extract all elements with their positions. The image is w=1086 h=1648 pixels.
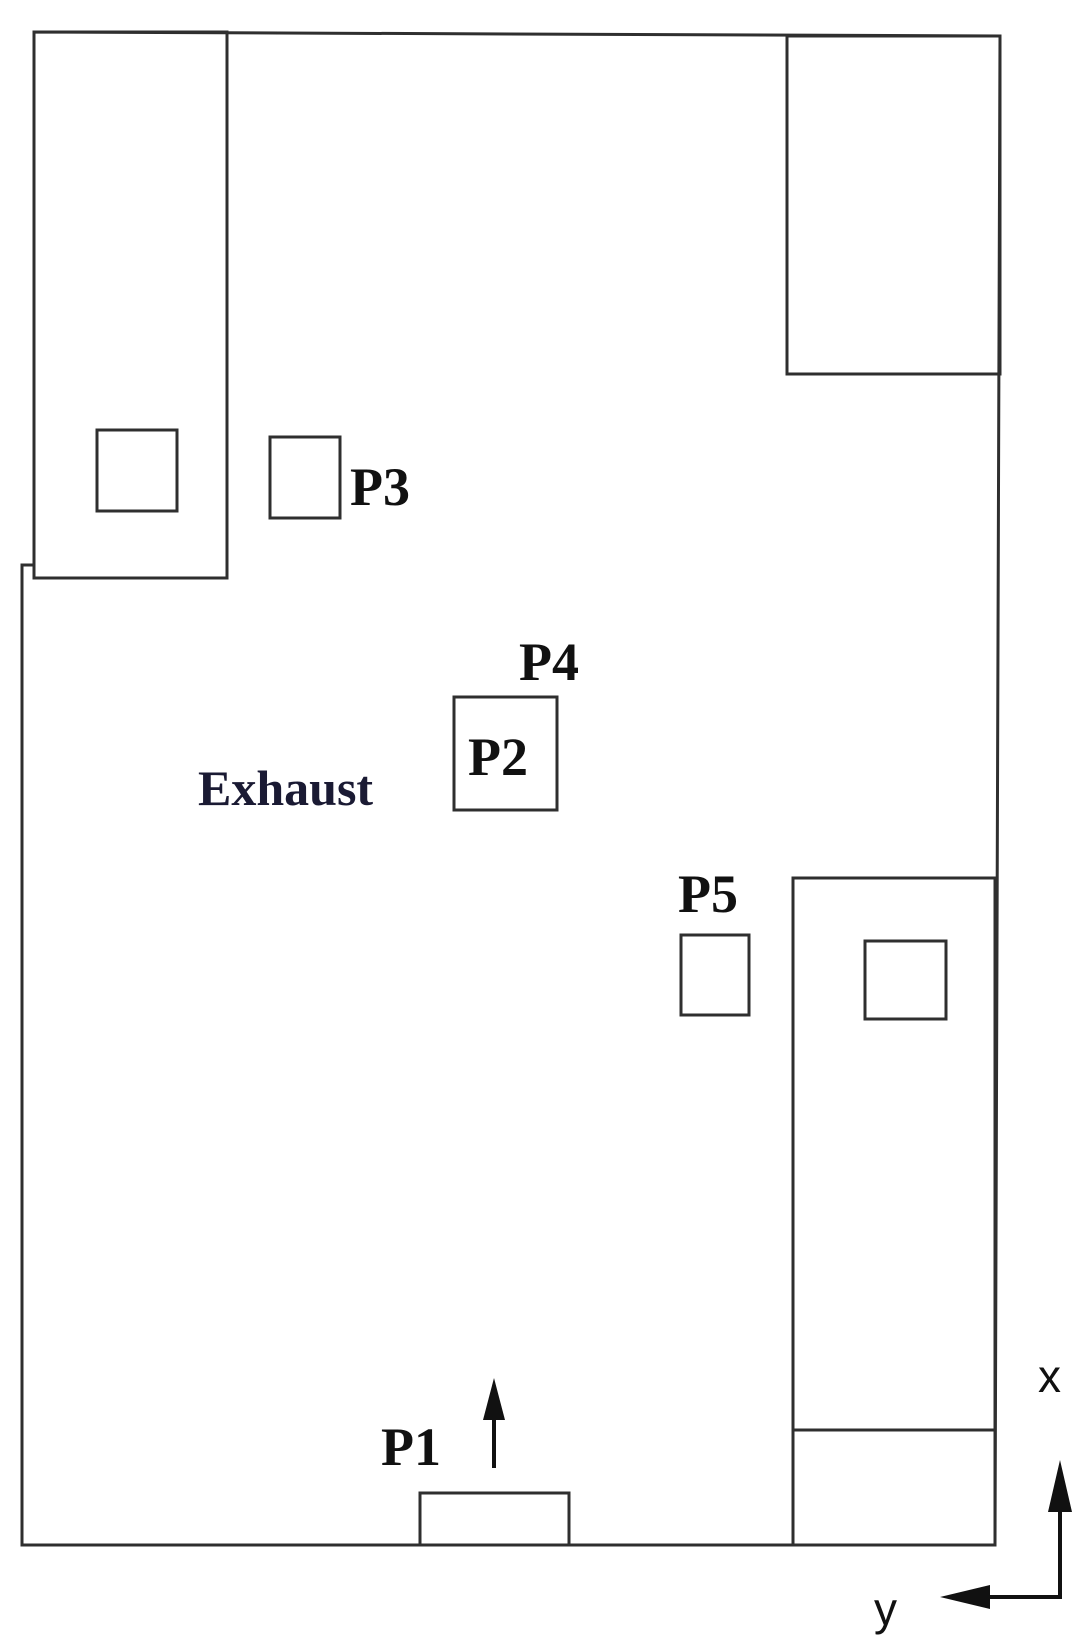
p1-label: P1	[381, 1417, 441, 1477]
p3-box	[268, 435, 342, 520]
x-axis-arrow-head	[1048, 1460, 1072, 1512]
top-right-block	[785, 34, 1002, 376]
p2-label: P2	[468, 727, 528, 787]
p2-box	[452, 695, 559, 812]
p4-label: P4	[519, 632, 579, 692]
top-left-block	[32, 30, 229, 580]
p5-box	[679, 933, 751, 1017]
p5-label: P5	[678, 864, 738, 924]
top-left-inner-square	[95, 428, 179, 513]
p1-flow-arrow-head	[483, 1378, 505, 1420]
y-axis-arrow-head	[940, 1585, 990, 1609]
bottom-right-inner-square	[863, 939, 948, 1021]
x-axis-label: x	[1038, 1350, 1061, 1402]
p1-inlet	[418, 1491, 571, 1547]
y-axis-label: y	[874, 1583, 897, 1635]
exhaust-label: Exhaust	[198, 760, 373, 816]
room-outline	[20, 30, 1002, 1547]
bottom-right-block	[791, 876, 997, 1547]
p3-label: P3	[350, 457, 410, 517]
